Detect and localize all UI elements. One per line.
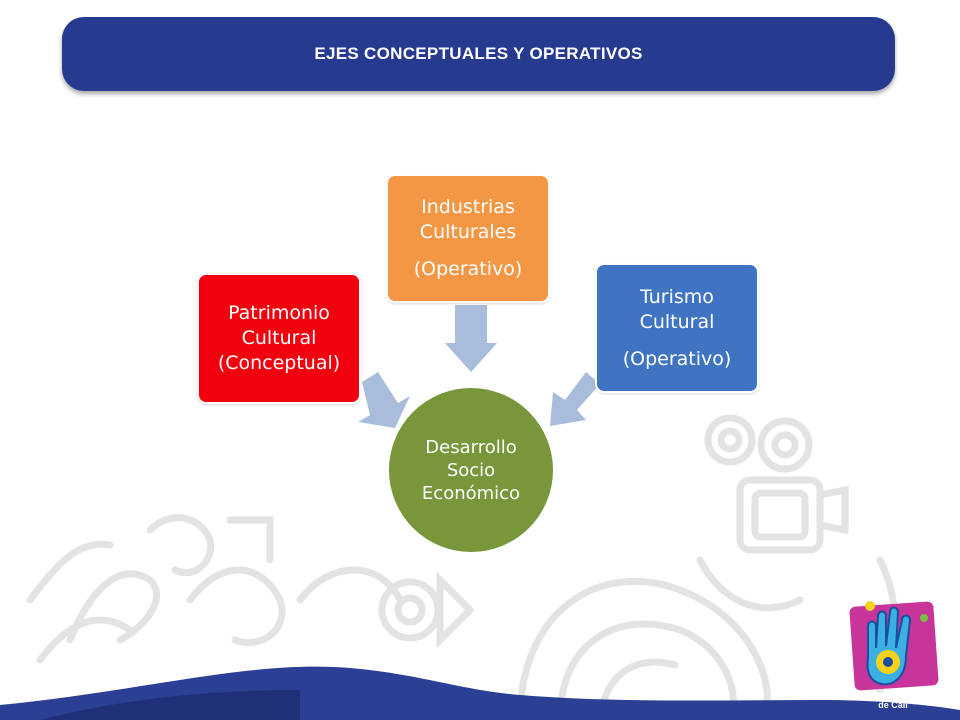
node-line: Cultural — [241, 327, 317, 349]
logo-caption-line: de Cali — [878, 700, 908, 710]
node-line: Industrias — [421, 196, 515, 218]
node-line: Patrimonio — [228, 302, 330, 324]
node-desarrollo-socio-economico: Desarrollo Socio Económico — [387, 386, 555, 554]
node-line: Turismo — [640, 285, 714, 308]
node-line: Socio — [446, 459, 496, 481]
node-subtitle: (Operativo) — [622, 347, 732, 370]
node-line: Desarrollo — [425, 436, 517, 458]
node-line: Económico — [421, 482, 521, 504]
node-line: Culturales — [419, 221, 517, 243]
logo-caption-line: Industrias Culturales — [848, 690, 938, 700]
arrow-left — [550, 372, 600, 426]
page-title: EJES CONCEPTUALES Y OPERATIVOS — [314, 44, 643, 63]
node-subtitle: (Operativo) — [413, 258, 523, 280]
node-industrias-culturales: Industrias Culturales (Operativo) — [386, 174, 550, 303]
arrow-down — [445, 305, 497, 372]
node-line: (Conceptual) — [217, 352, 341, 374]
arrow-right — [358, 372, 410, 428]
hand-logo-icon — [849, 601, 939, 691]
node-turismo-cultural: Turismo Cultural (Operativo) — [595, 263, 759, 393]
header-banner: EJES CONCEPTUALES Y OPERATIVOS — [62, 17, 895, 91]
node-line: Cultural — [639, 310, 715, 333]
logo-caption: Industrias Culturales de Cali — [832, 690, 954, 710]
node-patrimonio-cultural: Patrimonio Cultural (Conceptual) — [197, 273, 361, 404]
